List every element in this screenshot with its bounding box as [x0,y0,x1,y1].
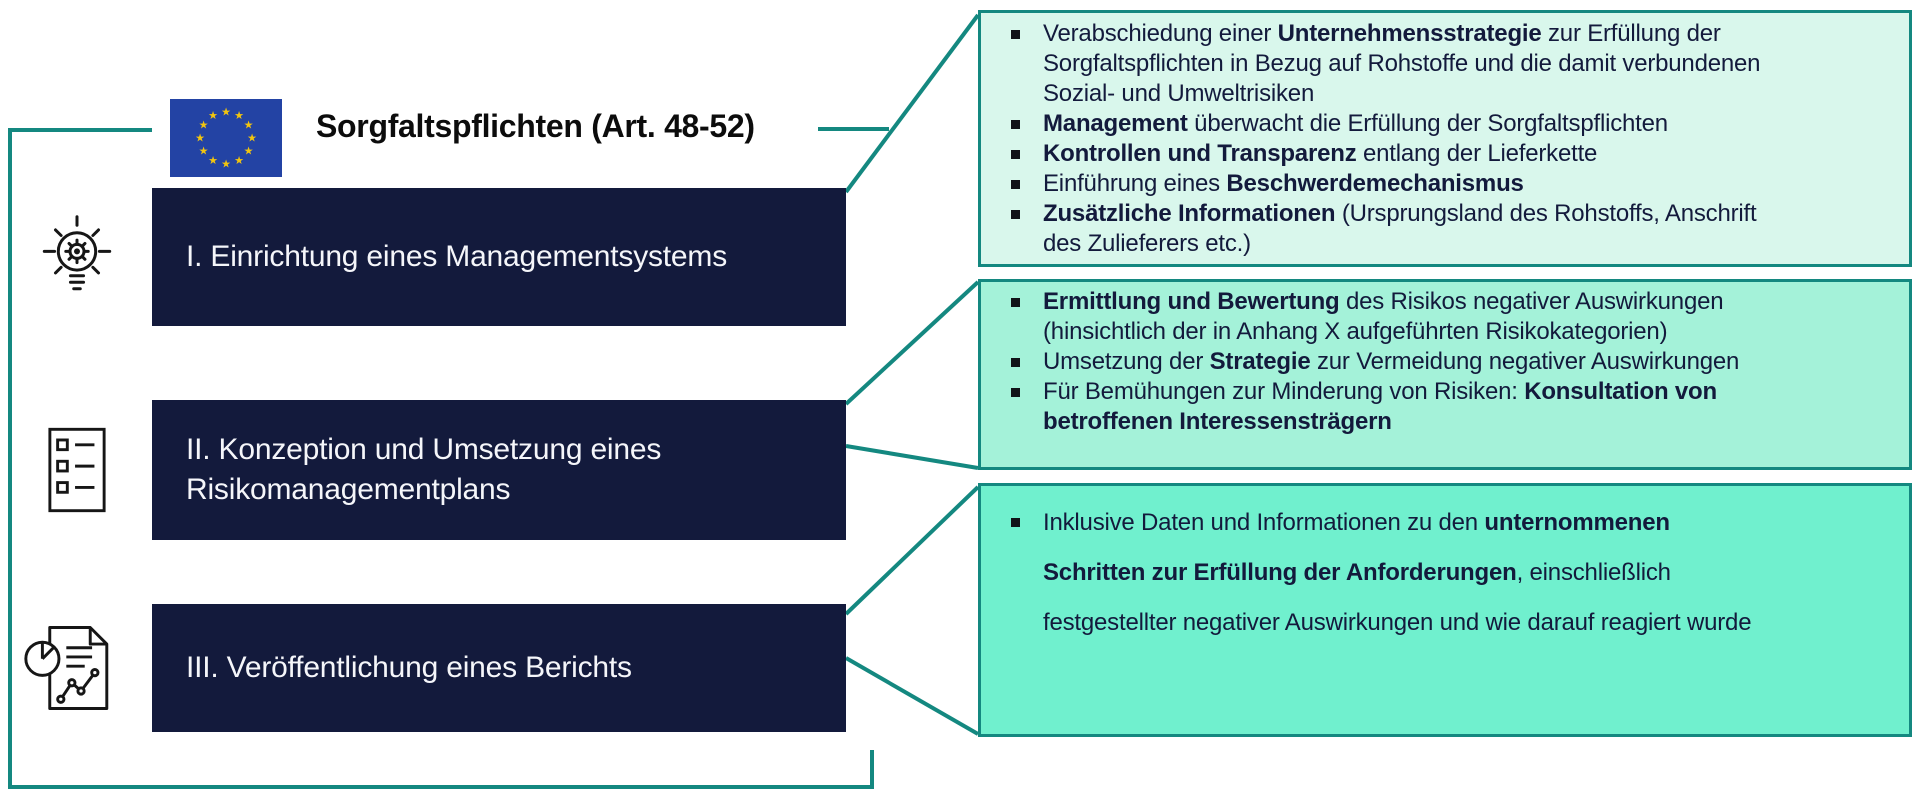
step-label: II. Konzeption und Umsetzung eines Risik… [186,432,662,507]
bullet-square-icon [1003,377,1043,397]
bullet-square-icon [1003,347,1043,367]
bullet-item: Einführung eines Beschwerdemechanismus [1003,169,1885,199]
wedge-2-top-line [844,280,980,406]
svg-text:★: ★ [234,109,244,122]
report-chart-icon [24,616,116,720]
bullet-square-icon [1003,19,1043,39]
eu-flag-icon: ★★★ ★★★ ★★★ ★★★ [170,99,282,177]
bullet-list: Ermittlung und Bewertung des Risikos neg… [1003,287,1885,437]
bullet-item: Zusätzliche Informationen (Ursprungsland… [1003,199,1885,259]
bullet-square-icon [1003,169,1043,189]
bullet-item: Ermittlung und Bewertung des Risikos neg… [1003,287,1885,347]
bullet-square-icon [1003,139,1043,159]
bullet-item: Inklusive Daten und Informationen zu den… [1003,498,1885,648]
svg-text:★: ★ [221,106,231,119]
wedge-3-top-line [844,485,980,616]
svg-text:★: ★ [195,132,205,145]
svg-text:★: ★ [199,145,209,158]
bullet-item: Management überwacht die Erfüllung der S… [1003,109,1885,139]
bullet-list: Verabschiedung einer Unternehmensstrateg… [1003,19,1885,259]
step-box-risk-management-plan: II. Konzeption und Umsetzung eines Risik… [152,400,846,540]
callout-risk-management-plan: Ermittlung und Bewertung des Risikos neg… [978,279,1912,470]
bullet-text: Umsetzung der Strategie zur Vermeidung n… [1043,348,1740,375]
checklist-icon [46,424,108,516]
bullet-text: Management überwacht die Erfüllung der S… [1043,110,1668,137]
bullet-square-icon [1003,199,1043,219]
svg-text:★: ★ [244,119,254,132]
wedge-2-bottom-line [845,444,979,470]
step-label: III. Veröffentlichung eines Berichts [186,650,632,684]
wedge-1-line [844,13,980,194]
bullet-text: Zusätzliche Informationen (Ursprungsland… [1043,200,1757,257]
bullet-text: Inklusive Daten und Informationen zu den… [1043,509,1752,636]
bullet-text: Für Bemühungen zur Minderung von Risiken… [1043,378,1717,435]
bullet-square-icon [1003,287,1043,307]
bullet-item: Für Bemühungen zur Minderung von Risiken… [1003,377,1885,437]
svg-text:★: ★ [208,154,218,167]
bullet-text: Ermittlung und Bewertung des Risikos neg… [1043,288,1724,345]
bullet-text: Kontrollen und Transparenz entlang der L… [1043,140,1598,167]
callout-report: Inklusive Daten und Informationen zu den… [978,483,1912,737]
lightbulb-gear-icon [34,209,120,305]
svg-text:★: ★ [221,158,231,171]
svg-text:★: ★ [234,154,244,167]
bullet-item: Umsetzung der Strategie zur Vermeidung n… [1003,347,1885,377]
wedge-3-bottom-line [845,656,979,736]
svg-text:★: ★ [244,145,254,158]
step-box-management-system: I. Einrichtung eines Managementsystems [152,188,846,326]
svg-text:★: ★ [199,119,209,132]
callout-management-system: Verabschiedung einer Unternehmensstrateg… [978,10,1912,267]
bullet-list: Inklusive Daten und Informationen zu den… [1003,498,1885,648]
bullet-square-icon [1003,498,1043,527]
bullet-item: Verabschiedung einer Unternehmensstrateg… [1003,19,1885,109]
bullet-text: Verabschiedung einer Unternehmensstrateg… [1043,20,1761,107]
bullet-text: Einführung eines Beschwerdemechanismus [1043,170,1524,197]
bullet-square-icon [1003,109,1043,129]
bullet-item: Kontrollen und Transparenz entlang der L… [1003,139,1885,169]
step-box-report-publication: III. Veröffentlichung eines Berichts [152,604,846,732]
page-title: Sorgfaltspflichten (Art. 48-52) [316,108,755,144]
svg-text:★: ★ [247,132,257,145]
svg-text:★: ★ [208,109,218,122]
step-label: I. Einrichtung eines Managementsystems [186,239,727,273]
